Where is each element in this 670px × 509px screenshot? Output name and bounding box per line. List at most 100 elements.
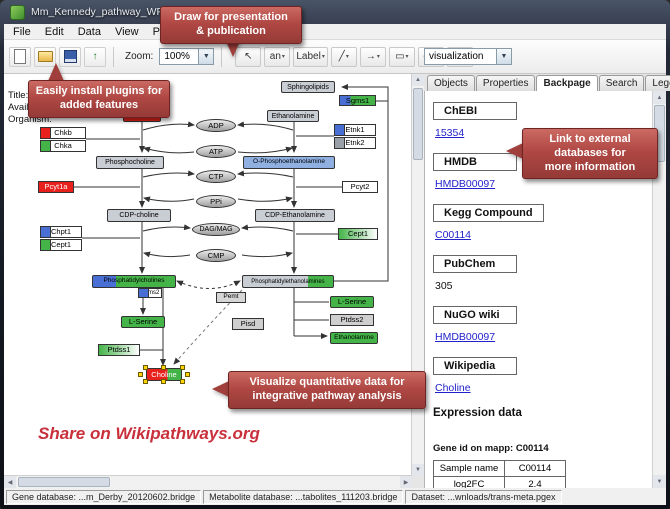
scroll-up-icon[interactable]: ▲ xyxy=(653,91,666,104)
pathway-node-sgms2[interactable]: Sgms2 xyxy=(138,288,162,298)
selection-tool[interactable]: ↖ xyxy=(235,46,262,67)
canvas-vertical-scrollbar[interactable]: ▲ ▼ xyxy=(411,74,424,476)
pathway-canvas[interactable]: Title: Availability: Organism: Share on … xyxy=(4,74,424,488)
scrollbar-thumb[interactable] xyxy=(18,477,110,487)
backpage-value-kegg-compound[interactable]: C00114 xyxy=(435,229,472,241)
new-file-icon[interactable] xyxy=(9,46,31,67)
scroll-up-icon[interactable]: ▲ xyxy=(412,74,424,86)
pathway-node-cept1[interactable]: Cept1 xyxy=(40,239,82,251)
canvas-horizontal-scrollbar[interactable]: ◀ ▶ xyxy=(4,475,412,488)
pathway-node-phosphocholine[interactable]: Phosphocholine xyxy=(96,156,164,169)
pathway-node-chpt1[interactable]: Chpt1 xyxy=(40,226,82,238)
pathway-node-sphingolipids[interactable]: Sphingolipids xyxy=(281,81,335,93)
arrow-tool[interactable]: →▾ xyxy=(359,46,386,67)
pathway-node-phosphatidylethanolamines[interactable]: Phosphatidylethanolamines xyxy=(242,275,334,288)
tab-legend[interactable]: Legend xyxy=(645,75,670,91)
pathway-node-phosphatidylcholines[interactable]: Phosphatidylcholines xyxy=(92,275,176,288)
pathway-node-pisd[interactable]: Pisd xyxy=(232,318,264,330)
node-label: Chka xyxy=(54,141,72,151)
pathway-node-cdp-choline[interactable]: CDP-choline xyxy=(107,209,171,222)
open-file-icon[interactable] xyxy=(34,46,56,67)
pathway-node-chkb[interactable]: Chkb xyxy=(40,127,86,139)
tab-search[interactable]: Search xyxy=(598,75,645,91)
menu-file[interactable]: File xyxy=(13,25,31,38)
selection-handle[interactable] xyxy=(138,371,143,377)
table-cell: Sample name xyxy=(433,460,505,477)
zoom-combobox[interactable]: 100% ▼ xyxy=(159,48,215,65)
node-label: PPi xyxy=(210,196,222,206)
chevron-down-icon[interactable]: ▼ xyxy=(198,49,214,64)
backpage-header-kegg-compound: Kegg Compound xyxy=(433,204,544,222)
scroll-down-icon[interactable]: ▼ xyxy=(412,464,424,476)
datanode-tool[interactable]: Label▾ xyxy=(293,46,328,67)
expression-color-chip xyxy=(335,125,345,135)
menu-edit[interactable]: Edit xyxy=(44,25,64,38)
drawing-area[interactable]: Title: Availability: Organism: Share on … xyxy=(4,74,412,476)
selection-handle[interactable] xyxy=(185,371,190,377)
expression-color-chip xyxy=(41,227,51,237)
label-tool[interactable]: an▾ xyxy=(264,46,291,67)
pathway-node-ethanolamine[interactable]: Ethanolamine xyxy=(330,332,378,344)
backpage-value-chebi[interactable]: 15354 xyxy=(435,127,465,139)
tab-properties[interactable]: Properties xyxy=(475,75,536,91)
pathway-node-ptdss1[interactable]: Ptdss1 xyxy=(98,344,140,356)
menu-view[interactable]: View xyxy=(114,25,139,38)
rect-shape-tool[interactable]: ▭▾ xyxy=(388,46,415,67)
selection-handle[interactable] xyxy=(161,365,166,370)
selection-handle[interactable] xyxy=(143,365,148,370)
callout-plugins: Easily install plugins for added feature… xyxy=(28,80,170,118)
pathway-node-pcyt2[interactable]: Pcyt2 xyxy=(342,181,378,193)
zoom-value: 100% xyxy=(164,51,190,62)
backpage-value-nugo-wiki[interactable]: HMDB00097 xyxy=(435,331,496,343)
pathway-node-pemt[interactable]: Pemt xyxy=(216,292,246,303)
pathway-node-adp[interactable]: ADP xyxy=(196,119,236,132)
pathway-node-sgms1[interactable]: Sgms1 xyxy=(339,95,376,106)
scroll-down-icon[interactable]: ▼ xyxy=(653,475,666,488)
scroll-left-icon[interactable]: ◀ xyxy=(4,476,16,488)
node-label: Ethanolamine xyxy=(334,333,374,341)
pathway-node-ctp[interactable]: CTP xyxy=(196,170,236,183)
tab-backpage[interactable]: Backpage xyxy=(536,75,598,92)
backpage-value-wikipedia[interactable]: Choline xyxy=(435,382,471,394)
pathway-node-o-phosphoethanolamine[interactable]: O-Phosphoethanolamine xyxy=(243,156,335,169)
pathway-node-l-serine[interactable]: L-Serine xyxy=(121,316,165,328)
menu-data[interactable]: Data xyxy=(77,25,101,38)
pathway-node-dag-mag[interactable]: DAG/MAG xyxy=(192,223,240,236)
backpage-value-hmdb[interactable]: HMDB00097 xyxy=(435,178,496,190)
pathway-node-choline[interactable]: Choline xyxy=(138,365,190,384)
toolbar: ↑ Zoom: 100% ▼ ↖an▾Label▾╱▾→▾▭▾◯▾◇ visua… xyxy=(4,40,666,74)
node-label: CTP xyxy=(208,171,224,181)
pathway-node-ethanolamine[interactable]: Ethanolamine xyxy=(267,110,319,122)
pathway-node-atp[interactable]: ATP xyxy=(196,145,236,158)
pathway-node-ptdss2[interactable]: Ptdss2 xyxy=(330,314,374,326)
pathway-node-l-serine[interactable]: L-Serine xyxy=(330,296,374,308)
pathway-node-ppi[interactable]: PPi xyxy=(196,195,236,208)
selection-handle[interactable] xyxy=(161,379,166,384)
pathway-node-etnk1[interactable]: Etnk1 xyxy=(334,124,376,136)
sidebar-scrollbar[interactable]: ▲ ▼ xyxy=(652,91,666,488)
save-file-icon[interactable] xyxy=(59,46,81,67)
title-bar[interactable]: Mm_Kennedy_pathway_WP1771_45176.gpml xyxy=(0,0,670,24)
status-bar: Gene database: ...m_Derby_20120602.bridg… xyxy=(4,488,666,505)
selection-handle[interactable] xyxy=(180,365,185,370)
pathway-node-cmp[interactable]: CMP xyxy=(196,249,236,262)
node-label: Ethanolamine xyxy=(271,112,315,120)
pathway-node-chka[interactable]: Chka xyxy=(40,140,86,152)
line-tool[interactable]: ╱▾ xyxy=(330,46,357,67)
chevron-down-icon[interactable]: ▼ xyxy=(496,49,511,64)
backpage-header-pubchem: PubChem xyxy=(433,255,517,273)
pathway-node-cdp-ethanolamine[interactable]: CDP-Ethanolamine xyxy=(255,209,335,222)
visualization-combobox[interactable]: visualization ▼ xyxy=(424,48,512,65)
selection-handle[interactable] xyxy=(180,379,185,384)
tab-objects[interactable]: Objects xyxy=(427,75,475,91)
pathway-node-pcyt1a[interactable]: Pcyt1a xyxy=(38,181,74,193)
node-label: O-Phosphoethanolamine xyxy=(253,158,325,166)
scrollbar-thumb[interactable] xyxy=(413,88,423,160)
pathway-node-etnk2[interactable]: Etnk2 xyxy=(334,137,376,149)
selection-handle[interactable] xyxy=(143,379,148,384)
node-label: Pisd xyxy=(240,319,256,329)
scroll-right-icon[interactable]: ▶ xyxy=(400,476,412,488)
export-icon[interactable]: ↑ xyxy=(84,46,106,67)
pathway-node-cept1[interactable]: Cept1 xyxy=(338,228,378,240)
